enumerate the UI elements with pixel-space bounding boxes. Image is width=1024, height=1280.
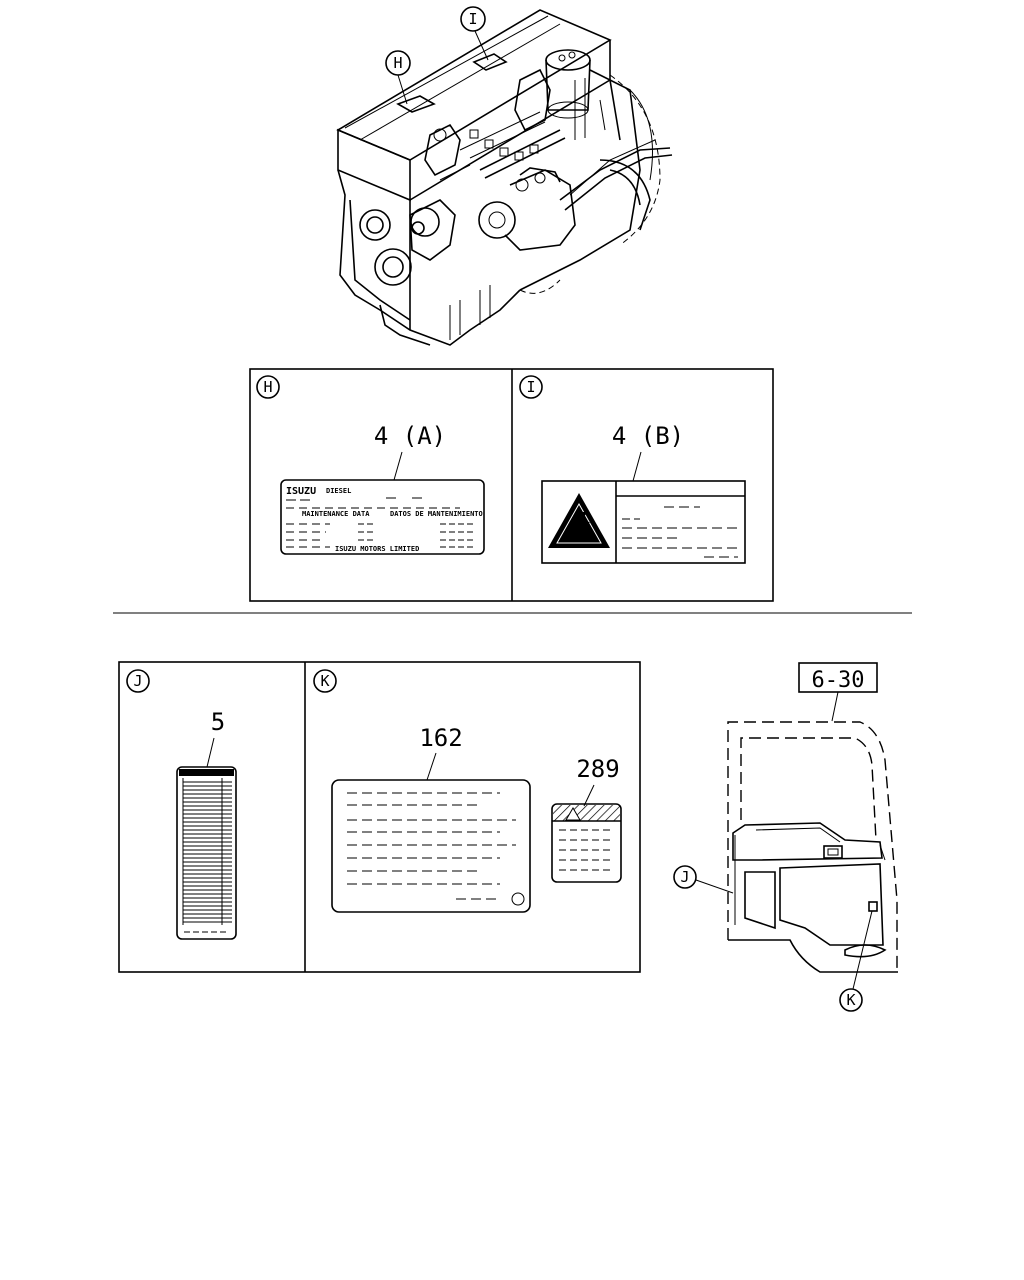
door-callout-j: J xyxy=(673,865,734,894)
panel-j-part-ref: 5 xyxy=(211,708,225,736)
panel-h: H 4 (A) ISUZU DIESEL MAINTENANCE DATA DA… xyxy=(256,375,485,555)
panel-k-label: K xyxy=(320,672,329,690)
top-panel-group xyxy=(249,368,774,602)
door-illustration xyxy=(727,721,898,973)
door-ref-box: 6-30 xyxy=(798,662,878,722)
tire-pressure-label xyxy=(176,766,237,940)
panel-k: K 162 289 xyxy=(313,669,622,913)
panel-i-part-ref: 4 (B) xyxy=(612,422,684,450)
svg-text:J: J xyxy=(680,868,689,886)
panel-i-label: I xyxy=(526,378,535,396)
panel-k-part-ref-b: 289 xyxy=(576,755,619,783)
plate-brand: ISUZU xyxy=(286,486,316,497)
svg-text:I: I xyxy=(468,10,477,28)
panel-i: I 4 (B) xyxy=(519,375,746,564)
plate-brand-suffix: DIESEL xyxy=(326,487,351,495)
panel-k-part-ref-a: 162 xyxy=(419,724,462,752)
door-ref-label: 6-30 xyxy=(812,668,865,693)
plate-line-en: MAINTENANCE DATA xyxy=(302,510,370,518)
plate-line-es: DATOS DE MANTENIMIENTO xyxy=(390,510,483,518)
engine-illustration xyxy=(336,9,673,346)
svg-text:H: H xyxy=(393,54,402,72)
electric-hazard-icon xyxy=(548,493,610,548)
warning-label xyxy=(541,480,746,564)
bottom-panel-group xyxy=(118,661,641,973)
small-caution-label xyxy=(551,803,622,883)
panel-j-label: J xyxy=(133,672,142,690)
information-plate xyxy=(331,779,531,913)
engine-callout-h: H xyxy=(385,50,411,105)
plate-footer: ISUZU MOTORS LIMITED xyxy=(335,545,419,553)
engine-callout-i: I xyxy=(460,6,489,61)
svg-text:K: K xyxy=(846,991,855,1009)
panel-h-label: H xyxy=(263,378,272,396)
maintenance-data-plate: ISUZU DIESEL MAINTENANCE DATA DATOS DE M… xyxy=(280,479,485,555)
door-callout-k: K xyxy=(839,910,873,1012)
panel-h-part-ref: 4 (A) xyxy=(374,422,446,450)
panel-j: J 5 xyxy=(126,669,237,940)
